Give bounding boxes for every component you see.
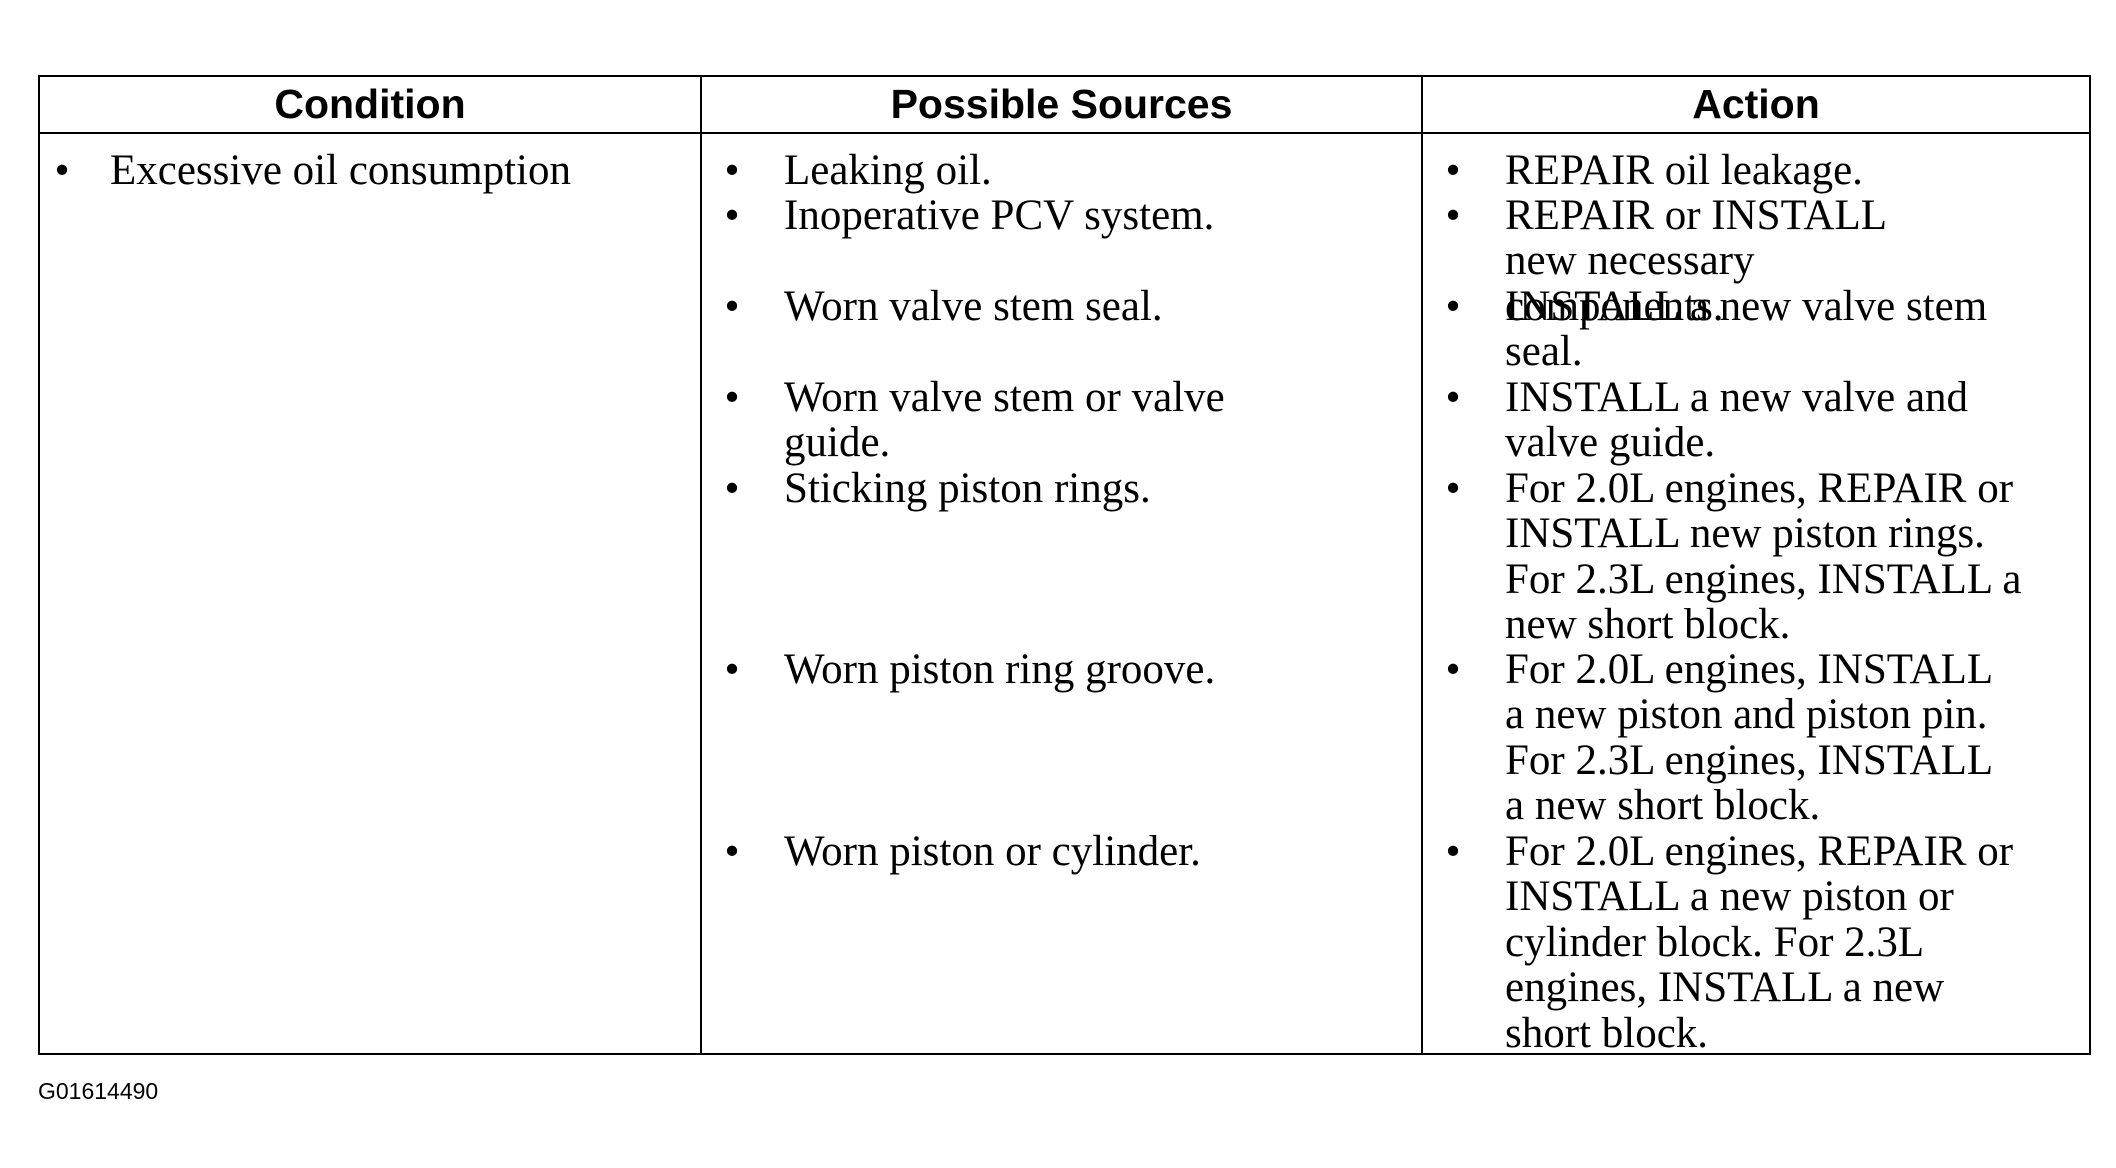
bullet-icon: •	[1445, 646, 1461, 693]
bullet-icon: •	[724, 283, 740, 330]
source-item: • Leaking oil.	[702, 147, 1307, 194]
action-text: REPAIR oil leakage.	[1505, 147, 1863, 194]
source-text: Worn piston or cylinder.	[784, 828, 1201, 875]
bullet-icon: •	[1445, 283, 1461, 330]
action-text: For 2.0L engines, REPAIR or INSTALL new …	[1505, 465, 2022, 649]
source-text: Sticking piston rings.	[784, 465, 1151, 512]
action-item: • For 2.0L engines, REPAIR or INSTALL ne…	[1423, 466, 2023, 648]
source-item: • Worn valve stem seal.	[702, 283, 1307, 330]
source-item: • Inoperative PCV system.	[702, 192, 1307, 239]
action-item: • For 2.0L engines, INSTALL a new piston…	[1423, 647, 2008, 829]
diagnosis-table: Condition Possible Sources Action • Exce…	[38, 75, 2091, 1056]
condition-text: Excessive oil consumption	[110, 147, 571, 194]
bullet-icon: •	[1445, 147, 1461, 194]
header-possible-sources: Possible Sources	[700, 75, 1423, 134]
action-text: REPAIR or INSTALL new necessary componen…	[1505, 192, 1886, 330]
bullet-icon: •	[724, 147, 740, 194]
header-action: Action	[1421, 75, 2091, 134]
bullet-icon: •	[1445, 192, 1461, 239]
sources-cell: • Leaking oil. • Inoperative PCV system.…	[700, 132, 1423, 1055]
condition-cell: • Excessive oil consumption	[38, 132, 702, 1055]
source-item: • Sticking piston rings.	[702, 465, 1307, 512]
bullet-icon: •	[724, 828, 740, 875]
source-item: • Worn piston or cylinder.	[702, 828, 1307, 875]
action-text: For 2.0L engines, REPAIR or INSTALL a ne…	[1505, 828, 2014, 1057]
action-text: INSTALL a new valve stem seal.	[1505, 283, 1988, 376]
action-item: • INSTALL a new valve and valve guide.	[1423, 375, 1993, 466]
source-text: Inoperative PCV system.	[784, 192, 1215, 239]
action-text: For 2.0L engines, INSTALL a new piston a…	[1505, 646, 1992, 830]
bullet-icon: •	[724, 646, 740, 693]
bullet-icon: •	[724, 465, 740, 512]
action-item: • REPAIR oil leakage.	[1423, 147, 1993, 194]
action-text: INSTALL a new valve and valve guide.	[1505, 374, 1969, 467]
action-item: • REPAIR or INSTALL new necessary compon…	[1423, 193, 1963, 329]
bullet-icon: •	[1445, 828, 1461, 875]
source-item: • Worn piston ring groove.	[702, 646, 1307, 693]
bullet-icon: •	[1445, 374, 1461, 421]
bullet-icon: •	[1445, 465, 1461, 512]
condition-item: • Excessive oil consumption	[40, 147, 696, 194]
action-item: • INSTALL a new valve stem seal.	[1423, 284, 1993, 375]
bullet-icon: •	[54, 147, 70, 194]
table-row: • Excessive oil consumption • Leaking oi…	[38, 132, 2091, 1056]
figure-id: G01614490	[38, 1078, 159, 1104]
source-text: Worn valve stem or valve guide.	[784, 374, 1225, 467]
action-item: • For 2.0L engines, REPAIR or INSTALL a …	[1423, 829, 2023, 1056]
bullet-icon: •	[724, 192, 740, 239]
actions-cell: • REPAIR oil leakage. • REPAIR or INSTAL…	[1421, 132, 2091, 1056]
source-item: • Worn valve stem or valve guide.	[702, 375, 1307, 466]
header-condition: Condition	[38, 75, 702, 134]
source-text: Leaking oil.	[784, 147, 992, 194]
source-text: Worn piston ring groove.	[784, 646, 1216, 693]
bullet-icon: •	[724, 374, 740, 421]
source-text: Worn valve stem seal.	[784, 283, 1163, 330]
header-row: Condition Possible Sources Action	[38, 75, 2091, 134]
